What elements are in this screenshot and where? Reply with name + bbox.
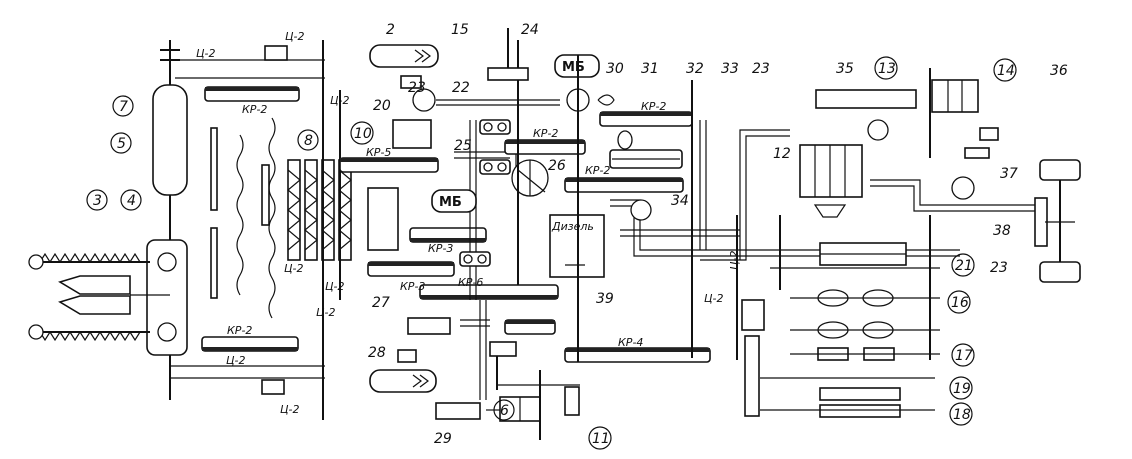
label-23c: 23 bbox=[990, 260, 1008, 276]
label-38: 38 bbox=[993, 223, 1011, 239]
label-23a: 23 bbox=[408, 80, 426, 96]
label-20: 20 bbox=[373, 98, 391, 114]
label-kr4: КР-4 bbox=[618, 336, 643, 349]
label-4: 4 bbox=[127, 193, 136, 209]
header-section bbox=[28, 40, 325, 400]
label-39: 39 bbox=[596, 291, 614, 307]
label-11: 11 bbox=[592, 431, 610, 447]
label-c2-b: Ц-2 bbox=[284, 262, 304, 275]
label-kr2-d: КР-2 bbox=[641, 100, 666, 113]
label-22: 22 bbox=[452, 80, 470, 96]
label-17: 17 bbox=[955, 348, 973, 364]
label-10: 10 bbox=[354, 126, 372, 142]
label-c2-f: Ц-2 bbox=[280, 403, 300, 416]
label-c2-c: Ц-2 bbox=[325, 280, 345, 293]
label-8: 8 bbox=[304, 133, 313, 149]
feeder-drum bbox=[152, 84, 188, 196]
grain-tank bbox=[799, 144, 863, 198]
hydraulic-tank-mid bbox=[431, 189, 477, 213]
label-c2-a: Ц-2 bbox=[330, 94, 350, 107]
label-c2-e: Ц-2 bbox=[226, 354, 246, 367]
label-31: 31 bbox=[641, 61, 659, 77]
label-kr2-b: КР-2 bbox=[227, 324, 252, 337]
label-13: 13 bbox=[878, 61, 896, 77]
label-18: 18 bbox=[953, 407, 971, 423]
drive-labels: Ц-2 Ц-2 Ц-2 Ц-2 Ц-2 Ц-2 Ц-2 Ц-2 Ц-2 Ц-2 … bbox=[196, 30, 741, 416]
label-c2-top2: Ц-2 bbox=[285, 30, 305, 43]
right-section bbox=[736, 68, 1081, 418]
label-kr3-b: КР-3 bbox=[400, 280, 425, 293]
label-engine: Дизель bbox=[551, 220, 594, 233]
label-2: 2 bbox=[386, 22, 395, 38]
label-35: 35 bbox=[836, 61, 854, 77]
label-27: 27 bbox=[372, 295, 390, 311]
label-29: 29 bbox=[434, 431, 452, 447]
label-kr2-e: КР-2 bbox=[585, 164, 610, 177]
label-36: 36 bbox=[1050, 63, 1068, 79]
label-33: 33 bbox=[721, 61, 739, 77]
label-kr6: КР-6 bbox=[458, 276, 483, 289]
label-kr2-a: КР-2 bbox=[242, 103, 267, 116]
label-c2-h: Ц-2 bbox=[728, 250, 741, 270]
label-21: 21 bbox=[955, 258, 973, 274]
label-23b: 23 bbox=[752, 61, 770, 77]
label-7: 7 bbox=[119, 99, 128, 115]
label-c2-d: Ц-2 bbox=[316, 306, 336, 319]
label-19: 19 bbox=[953, 381, 971, 397]
number-rings bbox=[86, 56, 1017, 450]
center-drive bbox=[339, 28, 1040, 440]
label-34: 34 bbox=[671, 193, 689, 209]
label-24: 24 bbox=[521, 22, 539, 38]
label-25: 25 bbox=[454, 138, 472, 154]
header-frame bbox=[146, 239, 188, 356]
label-32: 32 bbox=[686, 61, 704, 77]
label-15: 15 bbox=[451, 22, 469, 38]
label-kr5: КР-5 bbox=[366, 146, 391, 159]
label-12: 12 bbox=[773, 146, 791, 162]
label-mb-mid: МБ bbox=[439, 195, 462, 210]
label-kr3-a: КР-3 bbox=[428, 242, 453, 255]
position-numbers: 2 3 4 5 6 7 8 10 11 12 13 14 15 16 17 18… bbox=[93, 22, 1068, 447]
label-kr2-c: КР-2 bbox=[533, 127, 558, 140]
label-3: 3 bbox=[93, 193, 102, 209]
label-mb-top: МБ bbox=[562, 60, 585, 75]
label-30: 30 bbox=[606, 61, 624, 77]
label-5: 5 bbox=[117, 136, 126, 152]
label-c2-g: Ц-2 bbox=[704, 292, 724, 305]
label-6: 6 bbox=[500, 403, 509, 419]
label-16: 16 bbox=[951, 295, 969, 311]
label-28: 28 bbox=[368, 345, 386, 361]
label-c2-top: Ц-2 bbox=[196, 47, 216, 60]
label-37: 37 bbox=[1000, 166, 1018, 182]
label-26: 26 bbox=[548, 158, 566, 174]
component-labels: МБ МБ Дизель bbox=[439, 60, 594, 233]
threshing-section bbox=[201, 40, 352, 420]
label-14: 14 bbox=[997, 63, 1015, 79]
